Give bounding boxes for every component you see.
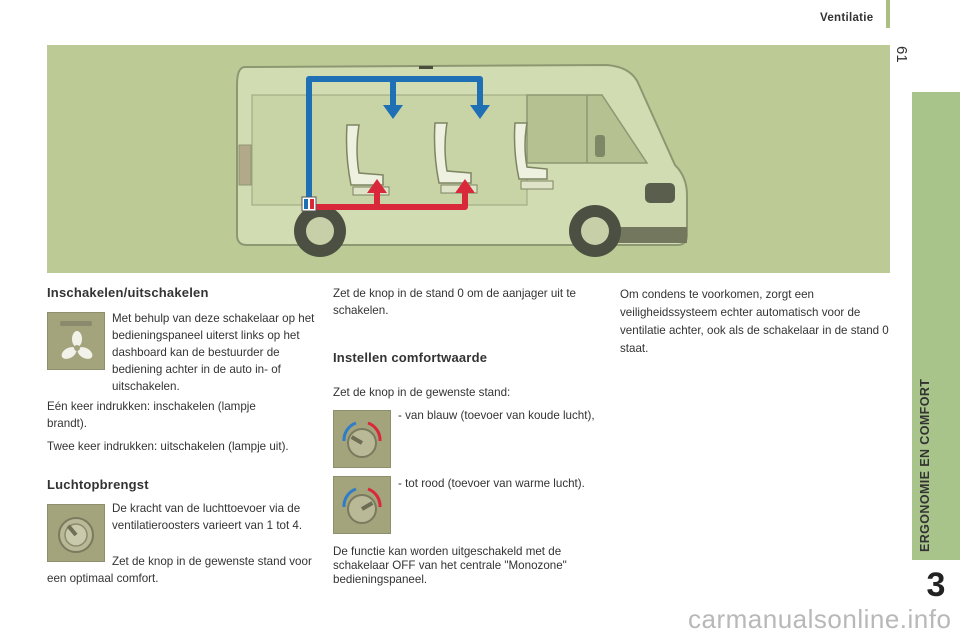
chapter-side-tab-rule (912, 560, 960, 563)
temperature-knob-warm-thumbnail (333, 476, 391, 534)
van-airflow-illustration (47, 45, 890, 273)
watermark: carmanualsonline.info (688, 604, 952, 634)
disable-note-text: De functie kan worden uitgeschakeld met … (333, 545, 567, 586)
comfort-instruction: Zet de knop in de gewenste stand: (333, 386, 511, 399)
temperature-knob-icon (342, 421, 382, 458)
cold-option-text: - van blauw (toevoer van koude lucht), (398, 409, 595, 422)
fan-icon (60, 321, 93, 359)
warm-option-wrap: - tot rood (toevoer van warme lucht). (398, 475, 598, 492)
airflow-section: Luchtopbrengst (47, 476, 319, 505)
warm-air-arrow-2 (455, 179, 475, 193)
power-press-twice: Twee keer indrukken: uitschakelen (lampj… (47, 440, 289, 453)
van-mirror (595, 135, 605, 157)
comfort-instruction-wrap: Zet de knop in de gewenste stand: (333, 384, 595, 401)
warm-air-duct (315, 191, 468, 210)
column-1: Inschakelen/uitschakelen (47, 284, 319, 313)
cold-air-arrow-2 (470, 105, 490, 119)
van-rear-light (238, 144, 252, 186)
power-description: Met behulp van deze schakelaar op het be… (112, 312, 315, 393)
section-title-comfort: Instellen comfortwaarde (333, 350, 488, 365)
van-roof-marker (419, 66, 433, 69)
fan-off-text: Zet de knop in de stand 0 om de aanjager… (333, 287, 576, 317)
power-description-wrap: Met behulp van deze schakelaar op het be… (112, 310, 316, 395)
seat-row-1 (345, 124, 384, 186)
page-number: 61 (893, 46, 910, 63)
chapter-number: 3 (926, 566, 946, 604)
seat-row-3 (513, 122, 548, 180)
warm-air-arrow-1 (367, 179, 387, 193)
header-accent-rule (886, 0, 890, 28)
disable-note-wrap: De functie kan worden uitgeschakeld met … (333, 545, 595, 587)
airflow-instruction: Zet de knop in de gewenste stand voor ee… (47, 555, 312, 585)
fan-switch-thumbnail (47, 312, 105, 370)
knob-icon (58, 517, 94, 553)
airflow-description: De kracht van de luchttoevoer via de ven… (112, 502, 303, 532)
van-headlight (645, 183, 675, 203)
cold-air-arrow-1 (383, 105, 403, 119)
cold-option-wrap: - van blauw (toevoer van koude lucht), (398, 407, 598, 424)
warm-option-text: - tot rood (toevoer van warme lucht). (398, 477, 585, 490)
airflow-description-wrap: De kracht van de luchttoevoer via de ven… (112, 500, 318, 534)
condensation-note: Om condens te voorkomen, zorgt een veili… (620, 288, 889, 355)
section-title-power: Inschakelen/uitschakelen (47, 285, 209, 300)
column-3: Om condens te voorkomen, zorgt een veili… (620, 286, 892, 358)
power-instructions: Eén keer indrukken: inschakelen (lampje … (47, 398, 319, 455)
section-title-airflow: Luchtopbrengst (47, 477, 149, 492)
van-illustration-svg (236, 63, 688, 257)
comfort-section: Instellen comfortwaarde (333, 349, 595, 378)
airflow-knob-thumbnail (47, 504, 105, 562)
chapter-side-tab (912, 92, 960, 560)
section-header-title: Ventilatie (820, 12, 874, 24)
seat-row-2 (433, 122, 472, 184)
airflow-instruction-wrap: Zet de knop in de gewenste stand voor ee… (47, 553, 319, 587)
van-bumper (607, 227, 687, 243)
temperature-knob-cold-thumbnail (333, 410, 391, 468)
power-press-once: Eén keer indrukken: inschakelen (lampje … (47, 400, 256, 430)
temperature-knob-warm-icon (342, 487, 382, 524)
column-2: Zet de knop in de stand 0 om de aanjager… (333, 285, 595, 319)
chapter-side-tab-label: ERGONOMIE EN COMFORT (918, 378, 932, 552)
